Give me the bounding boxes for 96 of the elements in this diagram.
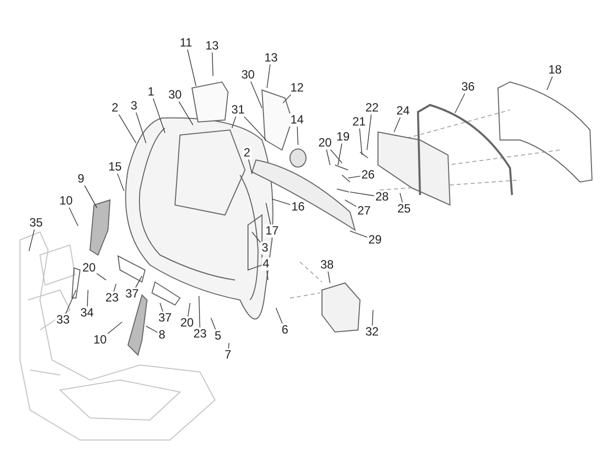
leader-line (252, 232, 262, 244)
leader-line (198, 296, 200, 328)
leader-line (84, 185, 98, 208)
leader-line (86, 290, 88, 307)
leader-line (28, 229, 35, 252)
leader-line (117, 173, 124, 192)
callout-number: 20 (81, 262, 97, 274)
callout-number: 37 (124, 288, 140, 300)
leader-line (394, 117, 401, 132)
leader-line (350, 192, 375, 196)
leader-line (326, 149, 330, 166)
callout-number: 3 (130, 100, 138, 112)
callout-number: 11 (178, 36, 194, 50)
leader-line (96, 273, 106, 280)
leader-line (65, 290, 76, 314)
leader-line (178, 101, 194, 126)
leader-line (276, 308, 283, 324)
callout-number: 30 (167, 88, 183, 102)
callout-number: 37 (157, 312, 173, 324)
callout-number: 12 (289, 82, 305, 94)
callout-number: 4 (262, 258, 270, 270)
callout-number: 32 (364, 326, 380, 338)
callout-number: 27 (356, 204, 372, 218)
callout-number: 10 (92, 334, 108, 346)
callout-number: 10 (58, 194, 74, 208)
callout-number: 2 (242, 146, 252, 160)
leader-line (232, 116, 236, 128)
callout-number: 20 (317, 136, 333, 150)
leader-line (160, 302, 164, 312)
callout-number: 3 (260, 242, 270, 254)
callout-number: 19 (335, 130, 351, 144)
callout-number: 21 (351, 116, 367, 128)
leader-line (187, 49, 196, 86)
leader-line (113, 284, 116, 292)
callout-number: 30 (240, 68, 256, 82)
leader-line (328, 271, 330, 284)
leader-line (146, 326, 158, 333)
callout-number: 23 (192, 328, 208, 340)
leader-line (266, 64, 271, 88)
callout-number: 34 (79, 306, 95, 320)
callout-number: 5 (214, 330, 222, 342)
leader-line (372, 310, 374, 326)
leader-line (338, 143, 342, 166)
callout-number: 29 (367, 234, 383, 246)
callout-number: 2 (110, 102, 120, 114)
callout-number: 33 (55, 314, 71, 326)
leader-line (228, 342, 230, 349)
callout-number: 24 (395, 104, 411, 118)
callout-number: 36 (460, 80, 476, 94)
leader-line (272, 198, 291, 206)
callout-number: 28 (374, 190, 390, 204)
leader-line (454, 93, 466, 114)
callout-number: 9 (76, 172, 86, 186)
callout-number: 15 (107, 160, 123, 174)
callout-number: 13 (263, 52, 279, 64)
leader-line (118, 114, 136, 144)
callout-number: 31 (230, 104, 246, 116)
leader-line (135, 276, 142, 288)
callout-number: 22 (364, 102, 380, 114)
leader-line (348, 176, 361, 178)
callout-number: 8 (158, 328, 166, 342)
leader-line (266, 270, 268, 280)
leader-line (136, 112, 146, 144)
leader-line (212, 52, 214, 76)
callout-number: 7 (224, 348, 232, 362)
leader-line (350, 230, 368, 238)
leader-line (400, 192, 403, 203)
leader-line (330, 149, 342, 164)
leader-line (152, 98, 166, 134)
callout-number: 38 (319, 258, 335, 272)
leader-line (366, 114, 372, 150)
leader-line (266, 202, 271, 225)
leader-line (68, 207, 78, 226)
callout-number: 18 (547, 64, 563, 76)
leader-line (248, 159, 252, 174)
callout-number: 35 (28, 216, 44, 230)
callout-number: 1 (146, 86, 156, 98)
callout-number: 6 (280, 324, 290, 336)
leader-line (344, 200, 357, 207)
callout-number: 14 (289, 114, 305, 126)
callout-number: 13 (204, 40, 220, 52)
leader-line (359, 128, 362, 156)
leader-line (244, 116, 266, 140)
leader-line (282, 94, 292, 104)
callout-number: 16 (290, 200, 306, 214)
leader-line (546, 76, 553, 90)
leader-line (250, 81, 262, 108)
callout-number: 20 (179, 316, 195, 330)
leader-line (188, 302, 190, 317)
leader-line (210, 318, 216, 330)
callout-number: 25 (396, 202, 412, 216)
leader-line (107, 322, 122, 334)
callout-number: 26 (360, 168, 376, 182)
callout-number: 17 (264, 224, 280, 238)
leader-line (296, 126, 298, 146)
callout-number: 23 (104, 292, 120, 304)
